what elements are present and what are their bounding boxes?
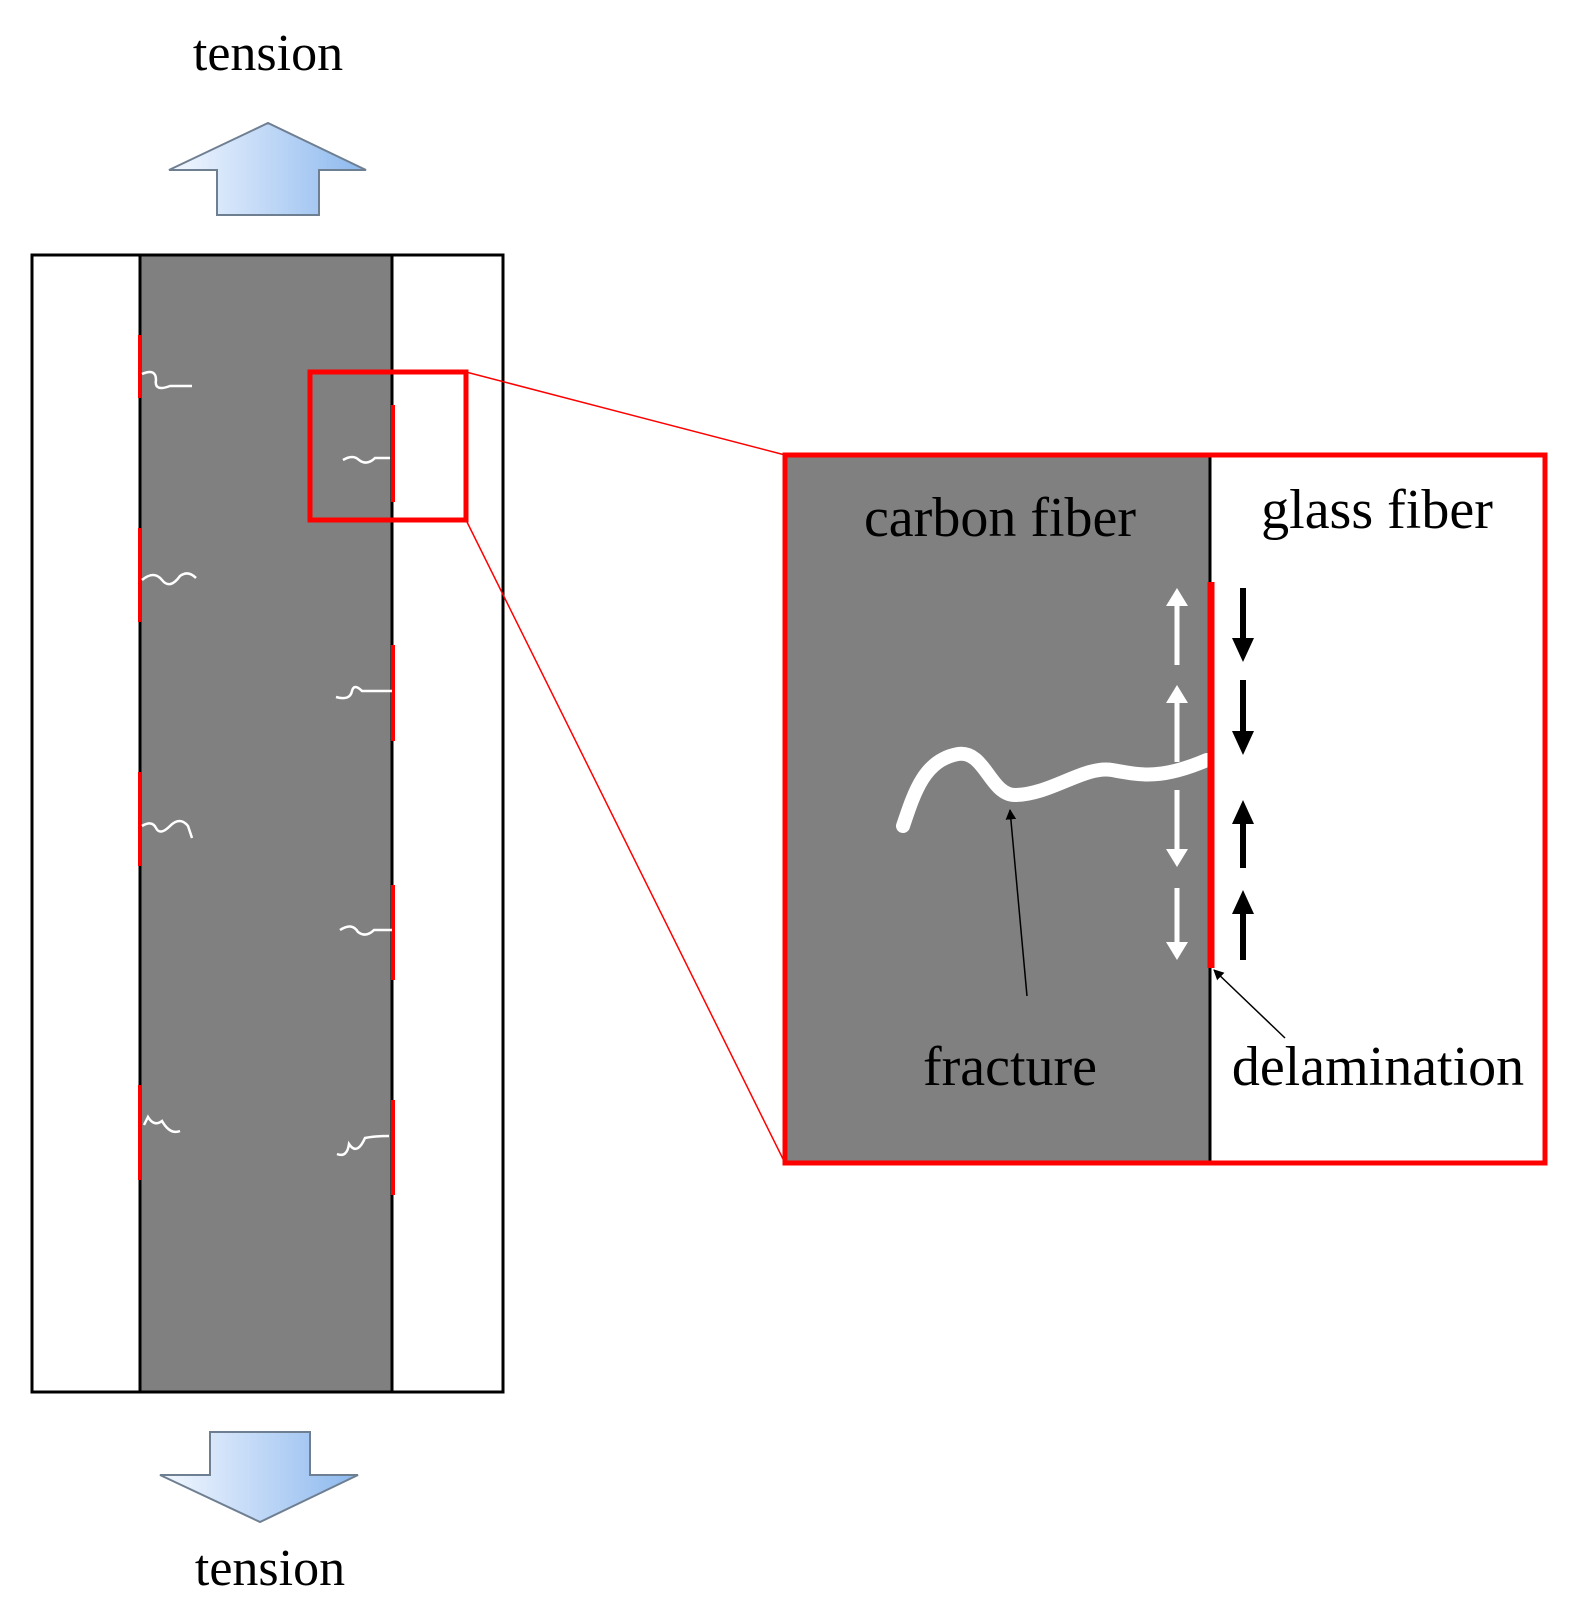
black-up-arrow-icon — [1232, 890, 1254, 960]
zoom-region-frame — [307, 369, 469, 523]
black-down-arrow-icon — [1232, 680, 1254, 755]
fracture-crack — [896, 746, 1214, 833]
glass-fiber-label: glass fiber — [1261, 479, 1493, 541]
down-arrow-icon — [159, 1431, 359, 1524]
white-down-arrow-icon — [1166, 888, 1188, 960]
tension-label-bottom: tension — [195, 1540, 345, 1597]
zoomed-detail-panel: carbon fiber glass fiber — [782, 452, 1548, 1166]
tension-label-top: tension — [193, 25, 343, 82]
glass-fiber-layer-right — [390, 253, 505, 1394]
glass-fiber-layer-left — [30, 253, 142, 1394]
black-up-arrow-icon — [1232, 800, 1254, 868]
delamination-leader-line — [1213, 969, 1286, 1039]
up-arrow-icon — [168, 121, 367, 216]
zoom-carbon-region — [785, 455, 1210, 1163]
carbon-fiber-label: carbon fiber — [864, 487, 1136, 549]
white-up-arrow-icon — [1166, 588, 1188, 665]
black-down-arrow-icon — [1232, 588, 1254, 662]
zoom-connector-lines — [465, 371, 786, 1164]
crack-marks — [141, 370, 392, 1157]
white-up-arrow-icon — [1166, 685, 1188, 762]
zoom-panel-frame — [782, 452, 1548, 1166]
white-down-arrow-icon — [1166, 790, 1188, 867]
fracture-leader-line — [1005, 808, 1028, 997]
carbon-fiber-layer — [138, 253, 394, 1394]
zoom-glass-region — [1210, 455, 1545, 1163]
laminate-specimen — [30, 253, 505, 1394]
delamination-label: delamination — [1232, 1036, 1524, 1098]
fracture-label: fracture — [923, 1036, 1097, 1098]
